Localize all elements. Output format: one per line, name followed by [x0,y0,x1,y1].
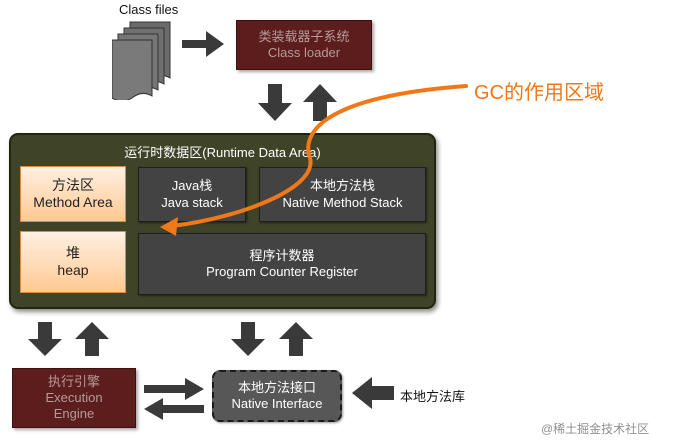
execution-engine-cn-label: 执行引擎 [47,373,100,389]
heap-box: 堆 heap [20,231,126,293]
arrow-down-icon [28,322,62,356]
gc-arrowhead-icon [160,217,178,236]
execution-engine-en-label-1: Execution [45,389,103,405]
method-area-box: 方法区 Method Area [20,166,126,222]
native-interface-en-label: Native Interface [231,396,323,411]
native-library-label: 本地方法库 [400,389,466,404]
gc-pointer-arrow [170,84,468,228]
watermark-text: @稀土掘金技术社区 [541,422,650,436]
heap-en-label: heap [57,262,89,278]
class-loader-cn-label: 类装载器子系统 [258,28,350,44]
class-loader-en-label: Class loader [267,45,341,60]
arrow-up-icon [75,322,109,356]
arrow-up-icon [303,84,337,121]
native-method-stack-cn-label: 本地方法栈 [309,178,375,194]
arrow-down-icon [231,322,265,356]
heap-cn-label: 堆 [66,244,80,261]
arrow-left-icon [144,398,204,420]
native-method-stack-box: 本地方法栈 Native Method Stack [259,167,426,222]
method-area-cn-label: 方法区 [52,176,94,193]
java-stack-cn-label: Java栈 [171,178,213,194]
native-method-stack-en-label: Native Method Stack [282,194,403,210]
pc-register-box: 程序计数器 Program Counter Register [138,233,426,295]
arrow-up-icon [279,322,313,356]
runtime-data-area-title: 运行时数据区(Runtime Data Area) [124,145,321,160]
native-interface-box: 本地方法接口 Native Interface [212,370,342,422]
class-files-icon [112,21,171,100]
arrow-left-icon [352,377,394,409]
method-area-en-label: Method Area [33,194,113,210]
arrow-right-icon [144,378,204,400]
execution-engine-box: 执行引擎 Execution Engine [12,368,136,428]
arrow-right-icon [182,31,224,57]
class-loader-box: 类装载器子系统 Class loader [236,20,372,70]
class-files-label: Class files [119,2,179,17]
arrow-down-icon [258,84,292,121]
java-stack-en-label: Java stack [161,194,223,210]
execution-engine-en-label-2: Engine [53,406,95,422]
pc-register-en-label: Program Counter Register [206,264,358,279]
pc-register-cn-label: 程序计数器 [249,247,315,263]
native-interface-cn-label: 本地方法接口 [237,379,316,395]
gc-scope-label: GC的作用区域 [474,82,604,104]
